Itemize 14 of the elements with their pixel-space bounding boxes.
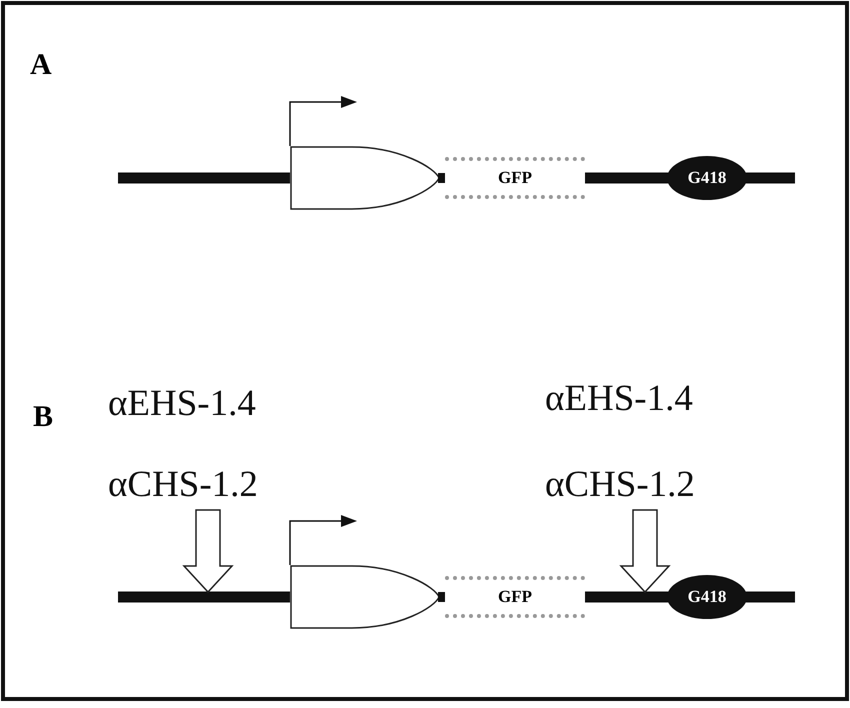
panel-letter: B	[33, 402, 54, 432]
gene-box: GFP	[445, 157, 585, 199]
marker-ellipse: G418	[667, 575, 747, 619]
gene-box: GFP	[445, 576, 585, 618]
promoter-shape	[290, 565, 445, 629]
probe-label: αEHS-1.4	[545, 380, 693, 417]
promoter-shape	[290, 146, 445, 210]
insertion-arrow	[619, 509, 671, 594]
insertion-arrow	[182, 509, 234, 594]
probe-label: αEHS-1.4	[108, 385, 256, 422]
marker-ellipse: G418	[667, 156, 747, 200]
panel-letter: A	[30, 50, 52, 80]
probe-label: αCHS-1.2	[108, 466, 258, 502]
probe-label: αCHS-1.2	[545, 466, 695, 502]
